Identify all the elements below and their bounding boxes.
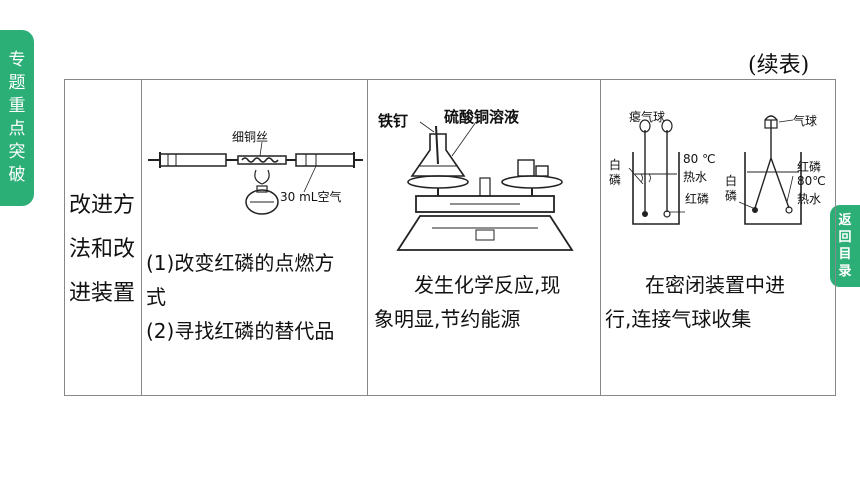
method-cell-syringe: 细铜丝 30 mL空气 (1)改变红磷的点燃方 式 (2)寻找红磷的替代品 (141, 79, 368, 396)
text-line: 象明显,节约能源 (374, 307, 521, 331)
return-tab-char: 回 (838, 230, 852, 245)
section-tab-char: 点 (8, 119, 26, 139)
text-line: (1)改变红磷的点燃方 (146, 251, 335, 275)
section-tab-char: 专 (8, 50, 26, 70)
text-line: 式 (146, 285, 166, 309)
text-line: 在密闭装置中进 (605, 273, 785, 297)
figure-label: 瘪气球 (629, 110, 666, 124)
figure-label: 30 mL空气 (280, 190, 342, 204)
table-row: 改进方法和改进装置 (64, 79, 836, 396)
return-tab-char: 录 (838, 264, 852, 279)
figure-label: 热水 (797, 192, 822, 206)
text-line: 行,连接气球收集 (605, 307, 752, 331)
figure-label: 80 ℃ (683, 152, 716, 166)
figure-label: 白磷 (609, 158, 622, 187)
return-tab-char: 返 (838, 213, 852, 228)
section-tab-char: 破 (8, 165, 26, 185)
text-line: 发生化学反应,现 (374, 273, 561, 297)
method-cell-balance: 铁钉 硫酸铜溶液 发生化学反应,现 象明显,节约能源 (367, 79, 601, 396)
figure-label: 硫酸铜溶液 (444, 108, 520, 126)
figure-label: 80℃ (797, 174, 826, 188)
text-line: (2)寻找红磷的替代品 (146, 319, 335, 343)
method-cell-sealed: 瘪气球 白磷 80 ℃ 热水 红磷 气球 白磷 红磷 80℃ 热水 在密闭装置中… (600, 79, 836, 396)
method-description: (1)改变红磷的点燃方 式 (2)寻找红磷的替代品 (146, 246, 366, 348)
method-description: 发生化学反应,现 象明显,节约能源 (374, 268, 598, 336)
section-tab[interactable]: 专 题 重 点 突 破 (0, 30, 34, 206)
row-header-label: 改进方法和改进装置 (69, 193, 136, 306)
section-tab-char: 重 (8, 96, 26, 116)
row-header-cell: 改进方法和改进装置 (64, 79, 142, 396)
return-tab-char: 目 (838, 247, 852, 262)
improvement-table: 改进方法和改进装置 (64, 79, 836, 396)
figure-label: 热水 (683, 170, 708, 184)
figure-label: 红磷 (797, 160, 822, 174)
sealed-apparatus-figure: 瘪气球 白磷 80 ℃ 热水 红磷 气球 白磷 红磷 80℃ 热水 (607, 110, 829, 232)
method-description: 在密闭装置中进 行,连接气球收集 (605, 268, 831, 336)
continuation-label: (续表) (748, 53, 810, 78)
section-tab-char: 题 (8, 73, 26, 93)
figure-label: 气球 (793, 114, 818, 128)
figure-label: 细铜丝 (232, 130, 269, 144)
figure-label: 铁钉 (378, 112, 409, 130)
syringe-apparatus-figure: 细铜丝 30 mL空气 (146, 130, 364, 220)
figure-label: 白磷 (725, 174, 738, 203)
section-tab-char: 突 (8, 142, 26, 162)
figure-label: 红磷 (685, 192, 710, 206)
balance-apparatus-figure: 铁钉 硫酸铜溶液 (378, 104, 586, 254)
